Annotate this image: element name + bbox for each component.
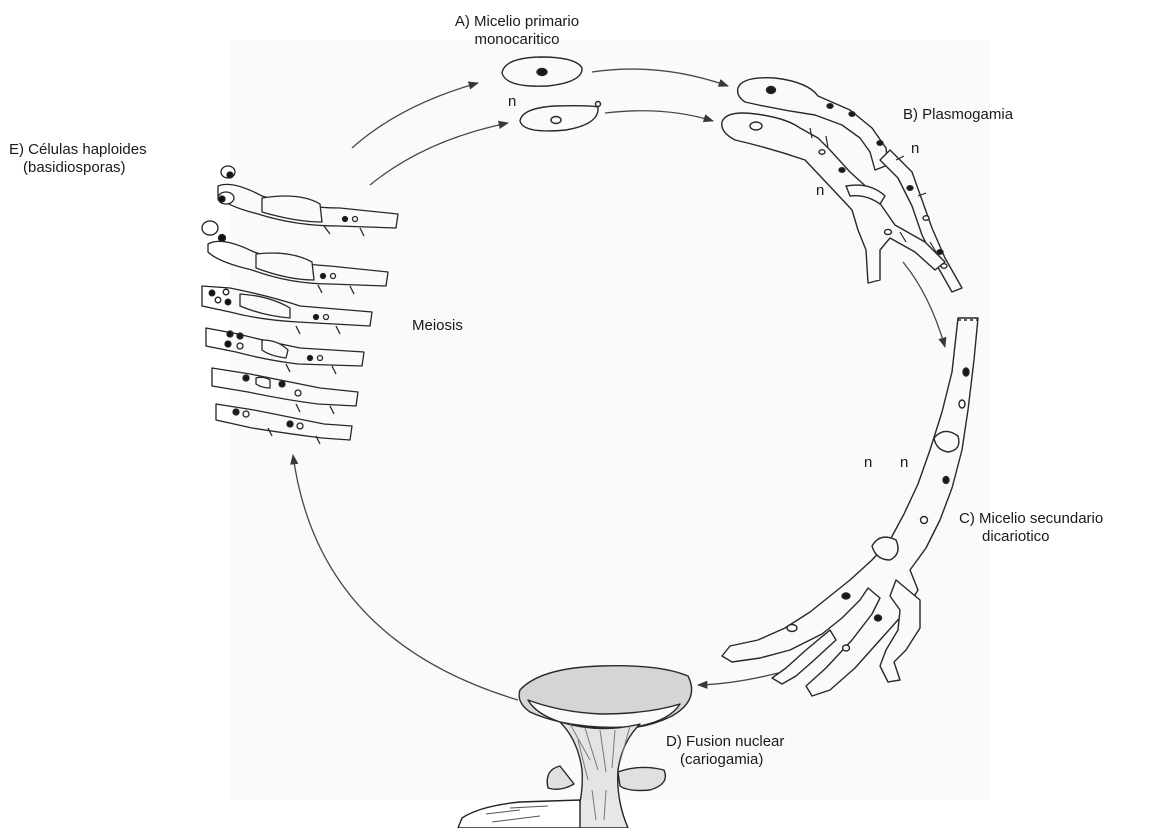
ploidy-n-b1: n [911,140,919,158]
substrate-log [458,800,580,828]
label-d-line2: (cariogamia) [666,751,784,769]
label-meiosis: Meiosis [412,317,463,335]
label-c-line1: C) Micelio secundario [959,510,1103,528]
label-d-nuclear-fusion: D) Fusion nuclear (cariogamia) [666,733,784,769]
ploidy-n-c1: n [864,454,872,472]
label-e-line2: (basidiosporas) [9,159,147,177]
ploidy-n-c2: n [900,454,908,472]
label-a-primary-mycelium: A) Micelio primario monocaritico [442,13,592,49]
label-a-line1: A) Micelio primario [442,13,592,31]
background-shading [230,40,990,800]
label-b-plasmogamy: B) Plasmogamia [903,106,1013,124]
label-e-line1: E) Células haploides [9,141,147,159]
label-d-line1: D) Fusion nuclear [666,733,784,751]
ploidy-n-a: n [508,93,516,111]
label-c-secondary-mycelium: C) Micelio secundario dicariotico [959,510,1103,546]
label-a-line2: monocaritico [442,31,592,49]
label-c-line2: dicariotico [959,528,1103,546]
ploidy-n-b2: n [816,182,824,200]
label-e-haploid-cells: E) Células haploides (basidiosporas) [9,141,147,177]
